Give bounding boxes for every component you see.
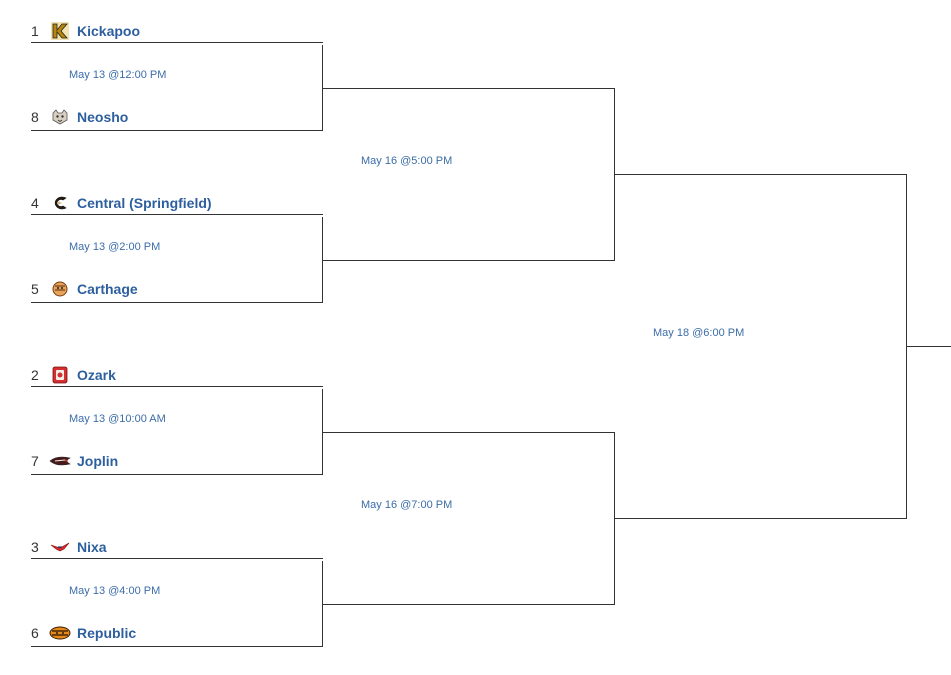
bracket-line xyxy=(31,130,323,131)
team-name-link[interactable]: Nixa xyxy=(77,538,107,555)
seed-number: 3 xyxy=(31,538,39,555)
bracket-line xyxy=(322,260,615,261)
game-time-link[interactable]: May 18 @6:00 PM xyxy=(653,327,745,339)
game-time-link[interactable]: May 13 @4:00 PM xyxy=(69,585,161,597)
ozark-logo-icon xyxy=(49,365,71,385)
team-name-link[interactable]: Central (Springfield) xyxy=(77,194,212,211)
bracket-line xyxy=(31,474,323,475)
seed-number: 7 xyxy=(31,453,39,469)
neosho-logo-icon xyxy=(49,107,71,127)
game-time-link[interactable]: May 13 @2:00 PM xyxy=(69,241,161,253)
republic-logo-icon xyxy=(49,623,71,643)
carthage-logo-icon xyxy=(49,279,71,299)
nixa-logo-icon xyxy=(49,537,71,557)
seed-number: 4 xyxy=(31,194,39,211)
seed-number: 8 xyxy=(31,109,39,125)
team-name-link[interactable]: Neosho xyxy=(77,109,129,125)
bracket-line xyxy=(31,302,323,303)
bracket-line xyxy=(906,346,951,347)
bracket-line xyxy=(614,174,907,175)
team-name-link[interactable]: Joplin xyxy=(77,453,119,469)
bracket-line xyxy=(322,604,615,605)
team-name-link[interactable]: Ozark xyxy=(77,366,116,383)
team-row: 4 Central (Springfield) xyxy=(31,191,323,215)
seed-number: 6 xyxy=(31,625,39,641)
kickapoo-logo-icon xyxy=(49,21,71,41)
joplin-logo-icon xyxy=(49,451,71,471)
game-time-link[interactable]: May 16 @5:00 PM xyxy=(361,155,453,167)
game-time-link[interactable]: May 13 @12:00 PM xyxy=(69,69,167,81)
central-logo-icon xyxy=(49,193,71,213)
seed-number: 5 xyxy=(31,281,39,297)
bracket-line xyxy=(31,646,323,647)
bracket-line xyxy=(614,518,907,519)
team-name-link[interactable]: Kickapoo xyxy=(77,22,141,39)
team-row: 6 Republic xyxy=(31,621,323,645)
bracket-line xyxy=(322,88,615,89)
team-row: 3 Nixa xyxy=(31,535,323,559)
seed-number: 2 xyxy=(31,366,39,383)
bracket-line xyxy=(322,432,615,433)
team-row: 7 Joplin xyxy=(31,449,323,473)
team-row: 1 Kickapoo xyxy=(31,19,323,43)
team-name-link[interactable]: Carthage xyxy=(77,281,138,297)
team-row: 5 Carthage xyxy=(31,277,323,301)
team-row: 8 Neosho xyxy=(31,105,323,129)
game-time-link[interactable]: May 13 @10:00 AM xyxy=(69,413,166,425)
game-time-link[interactable]: May 16 @7:00 PM xyxy=(361,499,453,511)
team-name-link[interactable]: Republic xyxy=(77,625,137,641)
team-row: 2 Ozark xyxy=(31,363,323,387)
seed-number: 1 xyxy=(31,22,39,39)
